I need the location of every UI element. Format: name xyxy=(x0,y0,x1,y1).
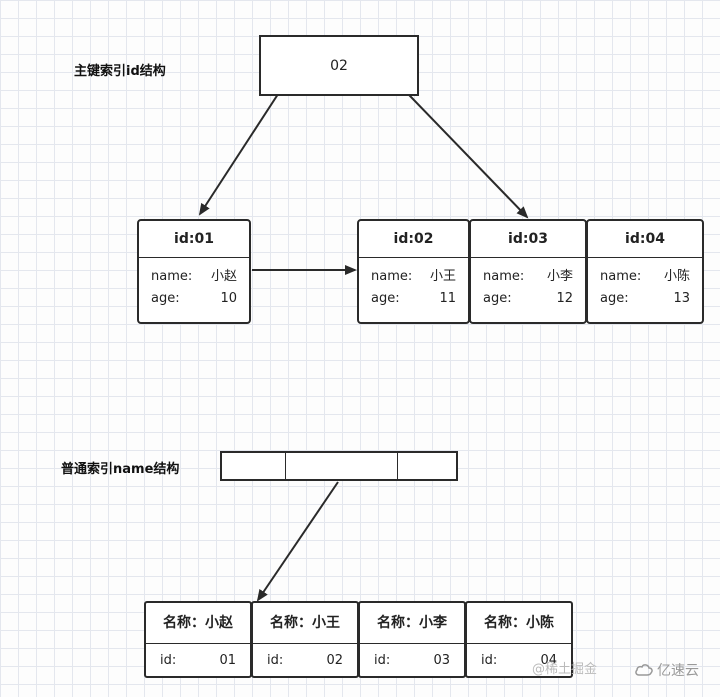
age-label: age: xyxy=(371,291,400,306)
juejin-watermark: @稀土掘金 xyxy=(532,662,598,677)
secondary-index-title: 普通索引name结构 xyxy=(61,462,180,477)
age-label: age: xyxy=(151,291,180,306)
id-value: 03 xyxy=(433,653,450,668)
node-id-header: id:02 xyxy=(359,221,468,258)
node-id-header: id:01 xyxy=(139,221,249,258)
leaf-name-header: 名称：小李 xyxy=(360,603,464,644)
name-value: 小赵 xyxy=(210,269,237,284)
cloud-icon xyxy=(635,664,653,676)
secondary-leaf-02: 名称：小王 id: 02 xyxy=(251,601,359,678)
leaf-name-header: 名称：小王 xyxy=(253,603,357,644)
age-value: 11 xyxy=(439,291,456,306)
id-label: id: xyxy=(481,653,498,668)
id-value: 04 xyxy=(540,653,557,668)
secondary-leaf-03: 名称：小李 id: 03 xyxy=(358,601,466,678)
index-segment xyxy=(222,453,286,479)
primary-node-04: id:04 name: 小陈 age: 13 xyxy=(586,219,704,324)
node-id-header: id:04 xyxy=(588,221,702,258)
name-value: 小陈 xyxy=(663,269,690,284)
age-value: 13 xyxy=(673,291,690,306)
primary-node-01: id:01 name: 小赵 age: 10 xyxy=(137,219,251,324)
primary-node-03: id:03 name: 小李 age: 12 xyxy=(469,219,587,324)
leaf-name-header: 名称：小赵 xyxy=(146,603,250,644)
age-value: 12 xyxy=(556,291,573,306)
name-label: name: xyxy=(483,269,525,284)
secondary-leaf-04: 名称：小陈 id: 04 xyxy=(465,601,573,678)
root-node-label: 02 xyxy=(330,57,348,74)
primary-index-title: 主键索引id结构 xyxy=(74,64,166,79)
age-label: age: xyxy=(600,291,629,306)
id-value: 01 xyxy=(219,653,236,668)
name-value: 小王 xyxy=(429,269,456,284)
index-segment xyxy=(398,453,456,479)
age-value: 10 xyxy=(220,291,237,306)
node-id-header: id:03 xyxy=(471,221,585,258)
yisu-watermark: 亿速云 xyxy=(634,660,699,680)
id-label: id: xyxy=(374,653,391,668)
id-value: 02 xyxy=(326,653,343,668)
primary-node-02: id:02 name: 小王 age: 11 xyxy=(357,219,470,324)
leaf-name-header: 名称：小陈 xyxy=(467,603,571,644)
name-value: 小李 xyxy=(546,269,573,284)
index-segment xyxy=(286,453,398,479)
id-label: id: xyxy=(160,653,177,668)
name-label: name: xyxy=(600,269,642,284)
secondary-leaf-01: 名称：小赵 id: 01 xyxy=(144,601,252,678)
secondary-root-node xyxy=(220,451,458,481)
root-node: 02 xyxy=(259,35,419,96)
arrow-index-to-leaf xyxy=(256,481,339,602)
age-label: age: xyxy=(483,291,512,306)
id-label: id: xyxy=(267,653,284,668)
name-label: name: xyxy=(151,269,193,284)
yisu-watermark-text: 亿速云 xyxy=(657,663,699,679)
name-label: name: xyxy=(371,269,413,284)
